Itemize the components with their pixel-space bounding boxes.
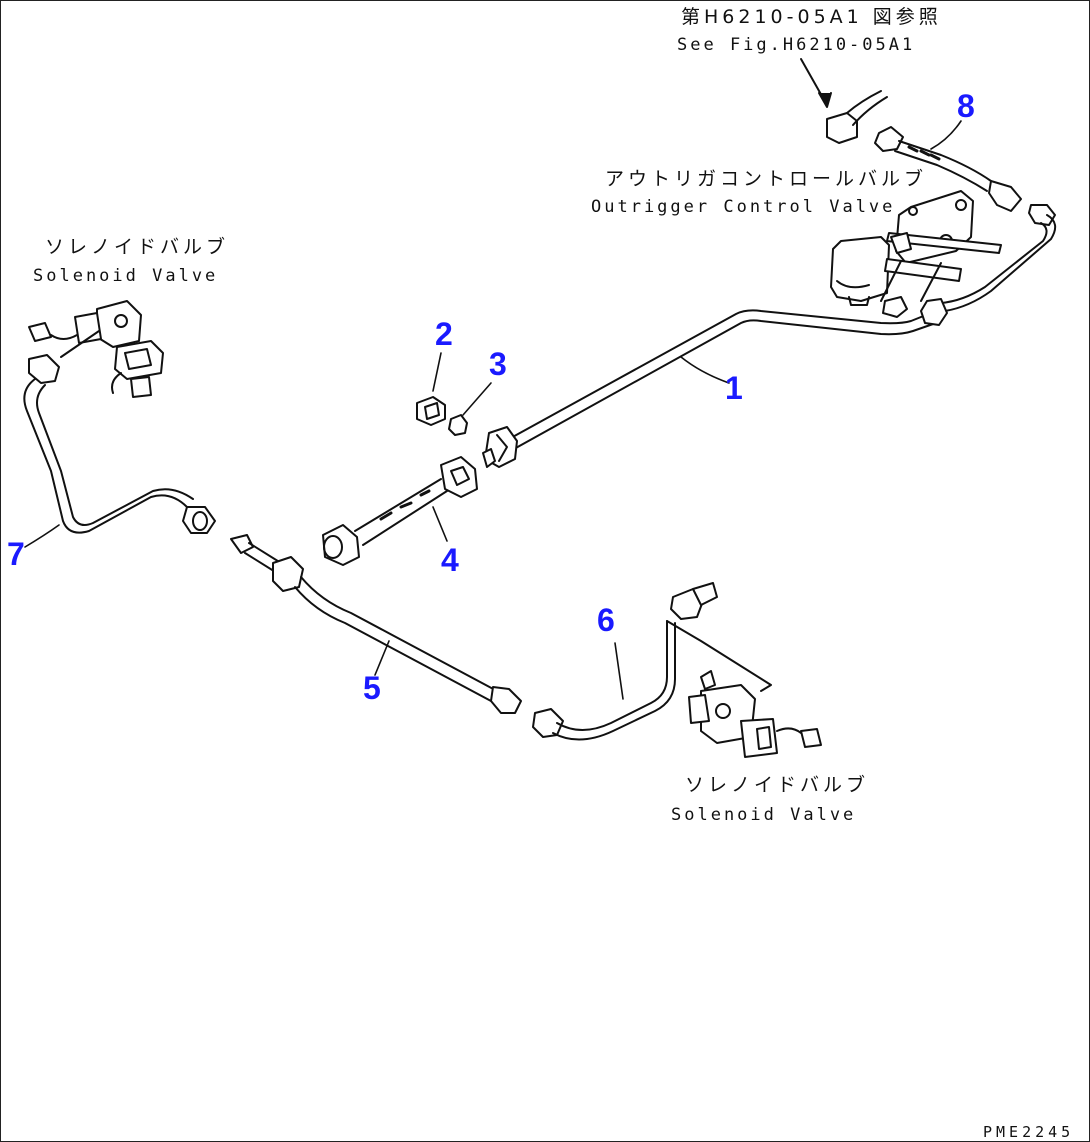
part-2-nut [416,396,446,426]
tube-7 [23,354,216,534]
tube-8 [874,126,1057,326]
drawing-code: PME2245 [983,1123,1075,1141]
solenoid-left-label-en: Solenoid Valve [33,266,219,286]
callout-8: 8 [957,88,975,124]
outrigger-valve-label-en: Outrigger Control Valve [591,197,896,217]
solenoid-left-label-jp: ソレノイドバルブ [45,236,230,258]
reference-label-jp: 第H6210-05A1 図参照 [681,6,942,28]
tube-6 [532,582,772,741]
tube-1 [482,309,937,468]
callout-7: 7 [7,536,25,572]
reference-label-en: See Fig.H6210-05A1 [677,35,916,55]
solenoid-right-label-jp: ソレノイドバルブ [685,774,870,796]
leader-lines [24,120,962,700]
tube-5 [230,534,522,714]
outrigger-valve-label-jp: アウトリガコントロールバルブ [605,168,928,190]
solenoid-right-label-en: Solenoid Valve [671,805,857,825]
callout-1: 1 [725,370,743,406]
callout-6: 6 [597,602,615,638]
part-3-sleeve [448,414,468,436]
solenoid-valve-right [688,670,822,758]
callout-4: 4 [441,542,459,578]
solenoid-valve-left [28,300,164,398]
callout-3: 3 [489,346,507,382]
reference-connector [800,58,888,144]
callout-2: 2 [435,316,453,352]
outrigger-control-valve [830,190,1002,318]
hose-4 [322,456,478,566]
callout-5: 5 [363,670,381,706]
